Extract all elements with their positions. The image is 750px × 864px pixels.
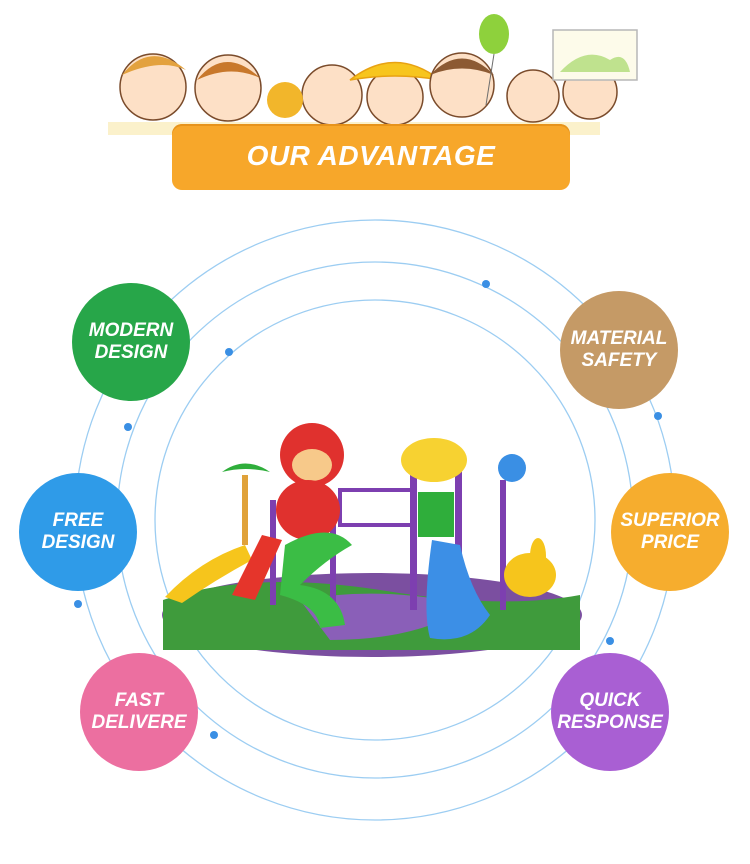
- inner-ring: [154, 299, 596, 741]
- feature-superior-price: SUPERIOR PRICE: [611, 473, 729, 591]
- ring-dot: [74, 600, 82, 608]
- feature-quick-response: QUICK RESPONSE: [551, 653, 669, 771]
- title-banner: OUR ADVANTAGE: [172, 124, 570, 190]
- feature-material-safety: MATERIAL SAFETY: [560, 291, 678, 409]
- ring-dot: [225, 348, 233, 356]
- playground-illustration: [162, 423, 582, 657]
- feature-label: FREE DESIGN: [41, 510, 115, 553]
- children-illustration: [108, 14, 638, 135]
- ring-dot: [124, 423, 132, 431]
- feature-label: MATERIAL SAFETY: [570, 328, 668, 371]
- feature-fast-delivere: FAST DELIVERE: [80, 653, 198, 771]
- ring-dot: [482, 280, 490, 288]
- feature-label: SUPERIOR PRICE: [620, 510, 720, 553]
- page-title: OUR ADVANTAGE: [246, 140, 496, 171]
- feature-free-design: FREE DESIGN: [19, 473, 137, 591]
- feature-modern-design: MODERN DESIGN: [72, 283, 190, 401]
- feature-label: MODERN DESIGN: [88, 320, 174, 363]
- ring-dot: [654, 412, 662, 420]
- ring-dot: [210, 731, 218, 739]
- feature-label: QUICK RESPONSE: [557, 690, 663, 733]
- ring-dot: [606, 637, 614, 645]
- feature-label: FAST DELIVERE: [91, 690, 187, 733]
